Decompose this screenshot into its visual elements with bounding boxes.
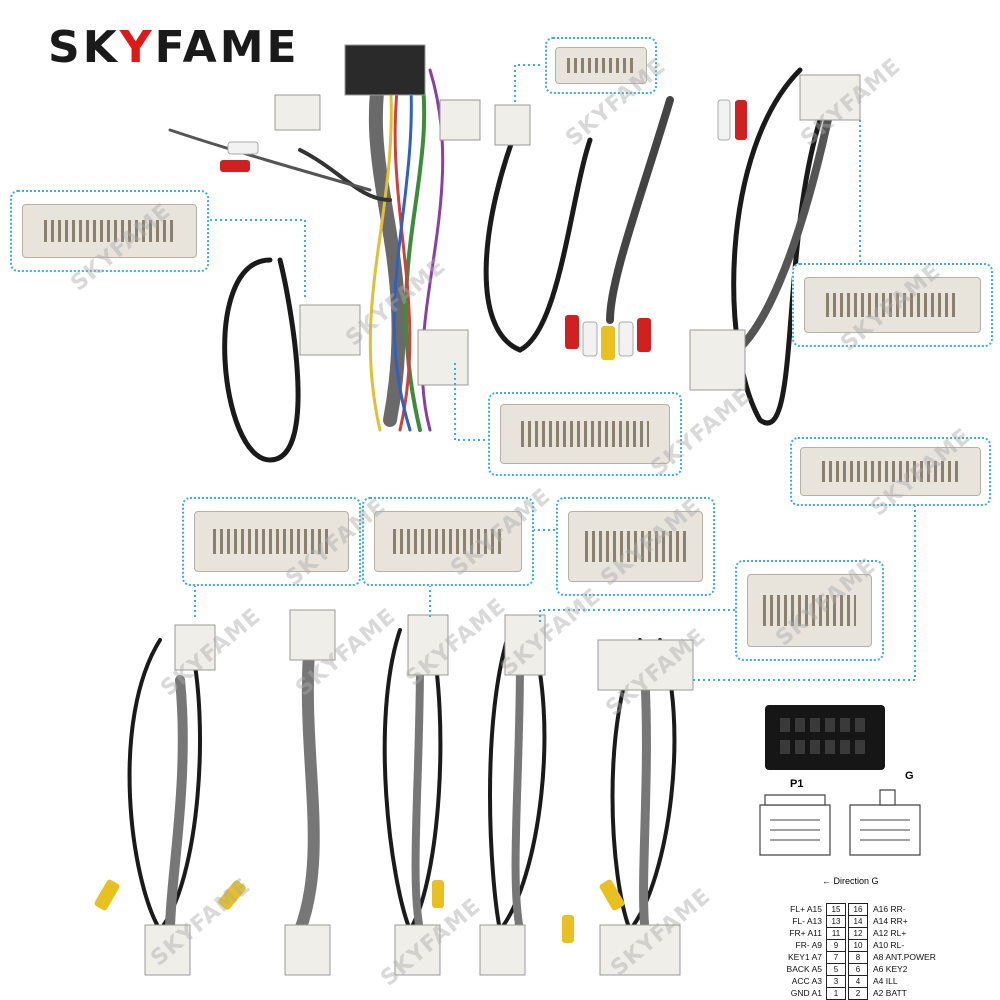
pin-right-code: A12 — [873, 928, 889, 938]
pin-left-code: A11 — [807, 928, 823, 938]
pin-right-code: A2 — [873, 988, 884, 998]
pin-right-function: BATT — [885, 988, 907, 998]
pin-right-code: A14 — [873, 916, 889, 926]
pin-left-function: GND — [790, 988, 810, 998]
pin-left-code: A3 — [811, 976, 822, 986]
pin-left-label: FR- A9 — [770, 940, 825, 950]
pin-left-label: FR+ A11 — [770, 928, 825, 938]
pin-left-function: ACC — [791, 976, 810, 986]
pin-right-function: RR- — [890, 904, 906, 914]
pin-right-label: A8 ANT.POWER — [869, 952, 936, 962]
callout-connector-c — [556, 497, 715, 596]
pin-left-function: FL- — [792, 916, 805, 926]
callout-connector-center — [488, 392, 682, 476]
pin-right-function: RL- — [890, 940, 905, 950]
pin-right-label: A16 RR- — [869, 904, 906, 914]
pin-number: 1 — [826, 986, 846, 1000]
pin-left-code: A15 — [806, 904, 822, 914]
pin-left-label: FL+ A15 — [770, 904, 825, 914]
pin-right-label: A2 BATT — [869, 988, 907, 998]
pin-right-label: A10 RL- — [869, 940, 904, 950]
pin-right-label: A6 KEY2 — [869, 964, 908, 974]
pin-right-label: A14 RR+ — [869, 916, 908, 926]
pin-left-code: A1 — [811, 988, 822, 998]
callout-connector-right-lower — [790, 437, 991, 506]
pin-right-code: A6 — [873, 964, 884, 974]
callout-connector-small — [545, 37, 657, 94]
pin-left-function: KEY1 — [787, 952, 810, 962]
callout-connector-right — [792, 263, 993, 347]
label-p1: P1 — [790, 778, 804, 790]
callout-connector-main — [10, 190, 209, 272]
pin-left-code: A5 — [811, 964, 822, 974]
pin-left-label: BACK A5 — [770, 964, 825, 974]
callout-connector-d — [735, 560, 884, 661]
pin-right-code: A10 — [873, 940, 889, 950]
pin-right-function: RL+ — [890, 928, 907, 938]
brand-logo: SKYFAME — [48, 22, 300, 73]
pin-left-label: ACC A3 — [770, 976, 825, 986]
pin-left-function: BACK — [786, 964, 810, 974]
pin-right-function: ILL — [885, 976, 898, 986]
pin-left-label: FL- A13 — [770, 916, 825, 926]
pin-right-function: ANT.POWER — [885, 952, 936, 962]
label-g: G — [905, 770, 914, 782]
pin-left-label: KEY1 A7 — [770, 952, 825, 962]
pin-right-code: A4 — [873, 976, 884, 986]
pin-left-label: GND A1 — [770, 988, 825, 998]
pin-right-label: A4 ILL — [869, 976, 898, 986]
pin-left-code: A7 — [811, 952, 822, 962]
pin-left-function: FL+ — [790, 904, 805, 914]
pin-left-code: A13 — [806, 916, 822, 926]
label-direction: ← Direction G — [822, 876, 879, 886]
pin-right-function: RR+ — [890, 916, 908, 926]
pin-right-code: A8 — [873, 952, 884, 962]
pin-right-code: A16 — [873, 904, 889, 914]
pin-number: 2 — [848, 986, 868, 1000]
callout-connector-a — [182, 497, 361, 586]
pin-right-label: A12 RL+ — [869, 928, 906, 938]
pin-right-function: KEY2 — [885, 964, 908, 974]
pin-left-function: FR+ — [789, 928, 806, 938]
callout-connector-b — [362, 497, 534, 586]
pin-left-function: FR- — [795, 940, 810, 950]
pin-left-code: A9 — [811, 940, 822, 950]
